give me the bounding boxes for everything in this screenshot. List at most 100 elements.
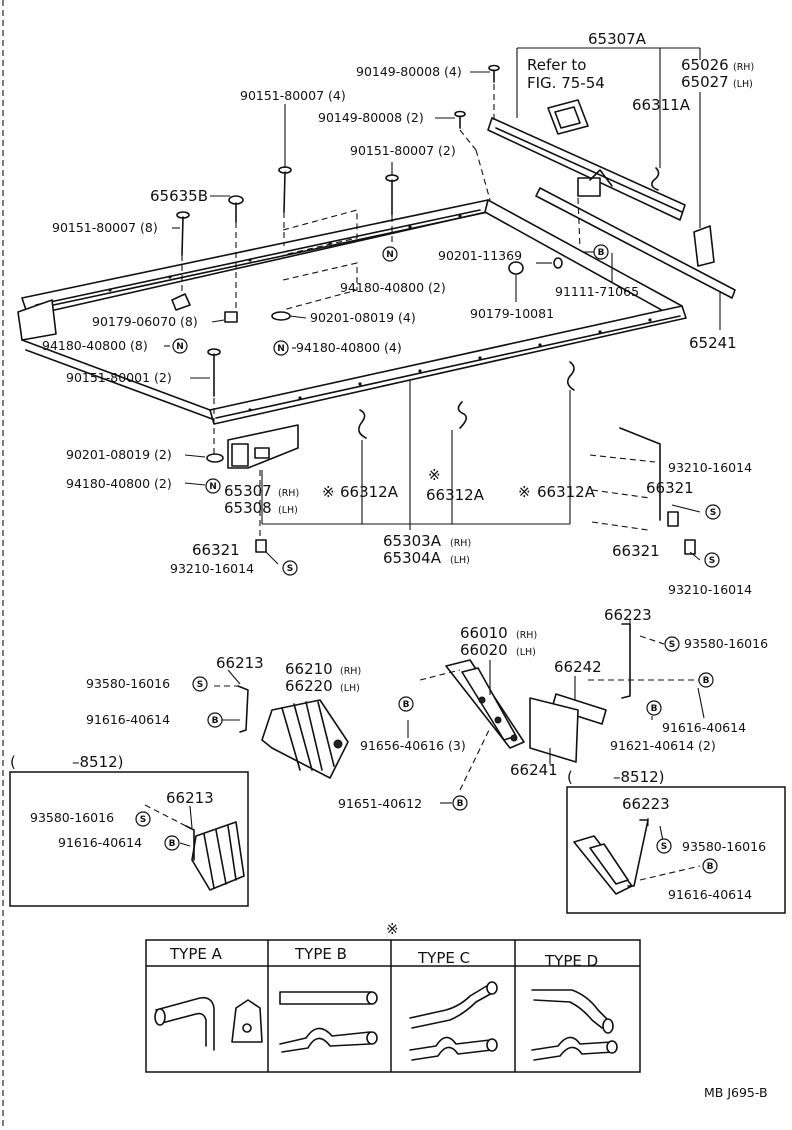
nut-symbol: N — [277, 344, 285, 354]
label-91616-40614-right: 91616-40614 — [662, 720, 746, 735]
label-90201-11369: 90201-11369 — [438, 248, 522, 263]
screw-symbol: S — [709, 556, 715, 566]
hook-66312A-1 — [358, 409, 367, 439]
label-93210-16014-right: 93210-16014 — [668, 582, 752, 597]
label-94180-40800-2-top: 94180-40800 (2) — [340, 280, 446, 295]
bolt-90151-80007-8 — [176, 211, 190, 256]
ref-mark: ※ — [322, 483, 335, 501]
label-93580-16016-left: 93580-16016 — [86, 676, 170, 691]
label-93580-16016-right: 93580-16016 — [684, 636, 768, 651]
inset-left: ( –8512) S B 66213 93580-16016 91616-406… — [9, 753, 249, 907]
platform-frame — [17, 199, 687, 425]
label-refer-to: Refer to — [527, 56, 586, 74]
label-65027: 65027 — [681, 73, 729, 91]
screw-symbol: S — [140, 815, 146, 825]
washer-90201-08019-4 — [271, 311, 291, 321]
label-lh: (LH) — [278, 505, 298, 516]
clip-66321-right-b — [684, 539, 696, 555]
label-65304A: 65304A — [383, 549, 442, 567]
label-90149-80008-4: 90149-80008 (4) — [356, 64, 462, 79]
label-66210: 66210 — [285, 660, 333, 678]
screw-symbol: S — [710, 508, 716, 518]
label-rh: (RH) — [516, 630, 537, 641]
label-93580-16016-inset-right: 93580-16016 — [682, 839, 766, 854]
label-lh: (LH) — [516, 647, 536, 658]
label-90149-80008-2: 90149-80008 (2) — [318, 110, 424, 125]
label-91621-40614-2: 91621-40614 (2) — [610, 738, 716, 753]
top-leaders — [164, 47, 721, 565]
label-66010: 66010 — [460, 624, 508, 642]
label-90179-10081: 90179-10081 — [470, 306, 554, 321]
symbols-top: N B N N N S S S — [172, 244, 721, 576]
bolt-90149-80008-4 — [488, 64, 500, 83]
label-66321-right-top: 66321 — [646, 479, 694, 497]
label-rh: (RH) — [733, 62, 754, 73]
label-66223-inset: 66223 — [622, 795, 670, 813]
label-91616-40614-inset-right: 91616-40614 — [668, 887, 752, 902]
hook-66312A-3 — [566, 361, 575, 391]
bolt-symbol: B — [598, 248, 605, 258]
nut-90179-10081 — [508, 261, 524, 275]
footer-code: MB J695-B — [704, 1085, 768, 1100]
rod-inset-right — [627, 819, 649, 887]
label-lh: (LH) — [450, 555, 470, 566]
type-c-header: TYPE C — [417, 949, 470, 967]
bolt-symbol: B — [707, 862, 714, 872]
screw-symbol: S — [287, 564, 293, 574]
label-66312A-2: 66312A — [426, 486, 485, 504]
bolt-90151-80007-2 — [385, 174, 399, 216]
mid-parts — [214, 620, 705, 804]
label-66312A-1: 66312A — [340, 483, 399, 501]
rod-66223 — [621, 623, 631, 699]
label-91651-40612: 91651-40612 — [338, 796, 422, 811]
bolt-65635B — [228, 195, 244, 223]
rod-66213 — [237, 685, 249, 733]
label-66321-right: 66321 — [612, 542, 660, 560]
top-labels: 65307A Refer to FIG. 75-54 65026 (RH) 65… — [42, 30, 754, 597]
label-90151-80007-8: 90151-80007 (8) — [52, 220, 158, 235]
label-65307: 65307 — [224, 482, 272, 500]
bolt-symbol: B — [703, 676, 710, 686]
label-refer-fig: FIG. 75-54 — [527, 74, 605, 92]
clip-66321-right-a — [667, 511, 679, 527]
date-range-left: –8512) — [72, 753, 124, 771]
label-65635B: 65635B — [150, 187, 208, 205]
screw-symbol: S — [661, 842, 667, 852]
type-d-header: TYPE D — [544, 952, 598, 970]
type-b-drawing — [279, 991, 378, 1053]
nut-symbol: N — [176, 342, 184, 352]
bolt-symbol: B — [169, 839, 176, 849]
screw-symbol: S — [669, 640, 675, 650]
label-65308: 65308 — [224, 499, 272, 517]
type-table: ※ TYPE A TYPE B TYPE C TYPE D — [145, 920, 641, 1073]
label-65241: 65241 — [689, 334, 737, 352]
label-66312A-3: 66312A — [537, 483, 596, 501]
bolt-symbol: B — [403, 700, 410, 710]
label-66321-left: 66321 — [192, 541, 240, 559]
hinge-66010 — [445, 659, 525, 749]
type-d-drawing — [531, 989, 618, 1061]
bolt-90151-80001 — [207, 348, 221, 397]
nut-symbol: N — [209, 482, 217, 492]
nut-symbol: N — [386, 250, 394, 260]
label-91616-40614-left: 91616-40614 — [86, 712, 170, 727]
label-90151-80007-4: 90151-80007 (4) — [240, 88, 346, 103]
screw-symbol: S — [197, 680, 203, 690]
label-66223: 66223 — [604, 606, 652, 624]
label-93580-16016-inset-left: 93580-16016 — [30, 810, 114, 825]
label-90151-80007-2: 90151-80007 (2) — [350, 143, 456, 158]
hook-66312A-2 — [457, 401, 468, 429]
clip-left — [171, 293, 191, 311]
label-rh: (RH) — [340, 666, 361, 677]
type-c-drawing — [409, 981, 498, 1061]
washer-90201-08019-2 — [206, 453, 224, 463]
paren-open: ( — [10, 753, 16, 771]
label-65026: 65026 — [681, 56, 729, 74]
label-66220: 66220 — [285, 677, 333, 695]
ref-mark: ※ — [518, 483, 531, 501]
ref-mark: ※ — [428, 466, 441, 484]
label-66241: 66241 — [510, 761, 558, 779]
rear-rail-65307A — [487, 99, 736, 299]
spacer-90179-06070 — [224, 311, 238, 323]
label-91616-40614-inset-left: 91616-40614 — [58, 835, 142, 850]
